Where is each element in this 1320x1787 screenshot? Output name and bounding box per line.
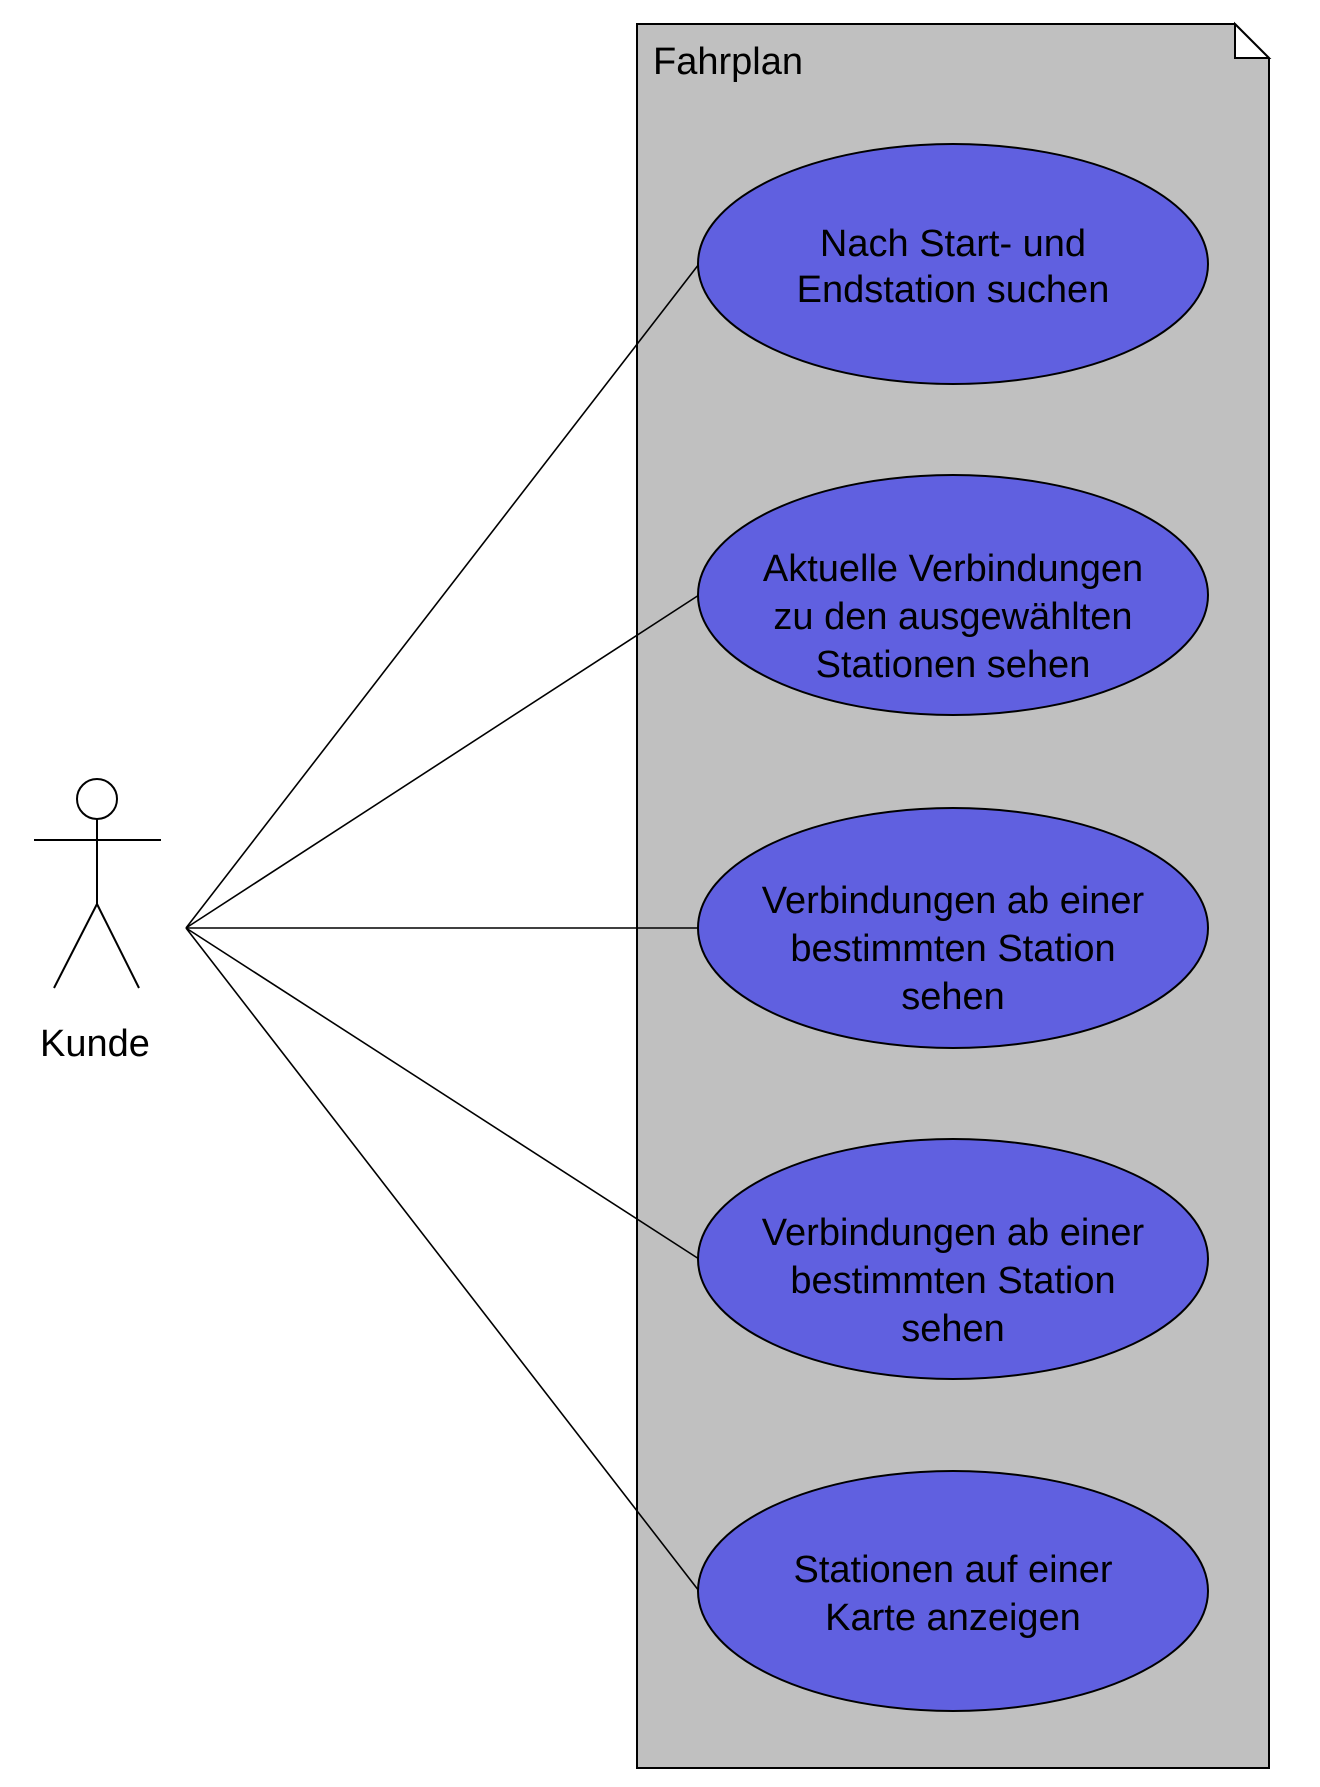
folded-corner-icon xyxy=(1234,21,1272,59)
use-case-label: sehen xyxy=(901,976,1005,1018)
use-case-ellipse[interactable] xyxy=(697,474,1209,716)
use-case-label: Karte anzeigen xyxy=(825,1597,1081,1639)
use-case-label-line: sehen xyxy=(901,976,1005,1018)
use-case-label-line: Stationen auf einer xyxy=(793,1549,1112,1591)
use-case-label-line: Aktuelle Verbindungen xyxy=(763,548,1143,590)
use-case-ellipse[interactable] xyxy=(697,1138,1209,1380)
use-case-label: Stationen auf einer xyxy=(793,1549,1112,1591)
actor-label: Kunde xyxy=(40,1023,150,1065)
use-case-label: Aktuelle Verbindungen xyxy=(763,548,1143,590)
actor-head-icon xyxy=(76,778,118,820)
use-case-label: Verbindungen ab einer xyxy=(762,880,1145,922)
association-line xyxy=(185,594,700,929)
use-case-ellipse[interactable] xyxy=(697,1470,1209,1712)
actor-right-leg-icon xyxy=(96,903,140,989)
use-case-ellipse[interactable] xyxy=(697,807,1209,1049)
use-case[interactable]: Nach Start- und Endstation suchen xyxy=(697,143,1209,385)
use-case[interactable]: Verbindungen ab einer bestimmten Station… xyxy=(697,1138,1209,1380)
actor[interactable]: Kunde xyxy=(34,778,161,1065)
use-case-label: bestimmten Station xyxy=(790,1260,1115,1302)
use-case-label-line: bestimmten Station xyxy=(790,928,1115,970)
use-case-ellipse[interactable] xyxy=(697,143,1209,385)
use-case-label: Stationen sehen xyxy=(816,644,1091,686)
use-case-label: zu den ausgewählten xyxy=(773,596,1132,638)
association-line xyxy=(185,263,700,929)
use-case-label-line: Stationen sehen xyxy=(816,644,1091,686)
use-case-label: bestimmten Station xyxy=(790,928,1115,970)
use-case-label-line: zu den ausgewählten xyxy=(773,596,1132,638)
association-line xyxy=(185,927,700,1592)
system-title: Fahrplan xyxy=(653,41,803,83)
associations xyxy=(185,263,700,1592)
use-case-label-line: Endstation suchen xyxy=(797,269,1110,311)
use-case[interactable]: Stationen auf einer Karte anzeigen xyxy=(697,1470,1209,1712)
use-case-label-line: Karte anzeigen xyxy=(825,1597,1081,1639)
association-line xyxy=(185,927,700,1260)
use-case[interactable]: Verbindungen ab einer bestimmten Station… xyxy=(697,807,1209,1049)
actor-left-leg-icon xyxy=(53,903,98,989)
use-case-label: sehen xyxy=(901,1308,1005,1350)
use-case-label-line: Verbindungen ab einer xyxy=(762,880,1145,922)
use-case[interactable]: Aktuelle Verbindungen zu den ausgewählte… xyxy=(697,474,1209,716)
use-case-label: Nach Start- und xyxy=(820,223,1086,265)
use-case-label: Endstation suchen xyxy=(797,269,1110,311)
use-case-label: Verbindungen ab einer xyxy=(762,1212,1145,1254)
use-case-label-line: bestimmten Station xyxy=(790,1260,1115,1302)
use-case-label-line: Verbindungen ab einer xyxy=(762,1212,1145,1254)
use-case-label-line: Nach Start- und xyxy=(820,223,1086,265)
use-case-label-line: sehen xyxy=(901,1308,1005,1350)
